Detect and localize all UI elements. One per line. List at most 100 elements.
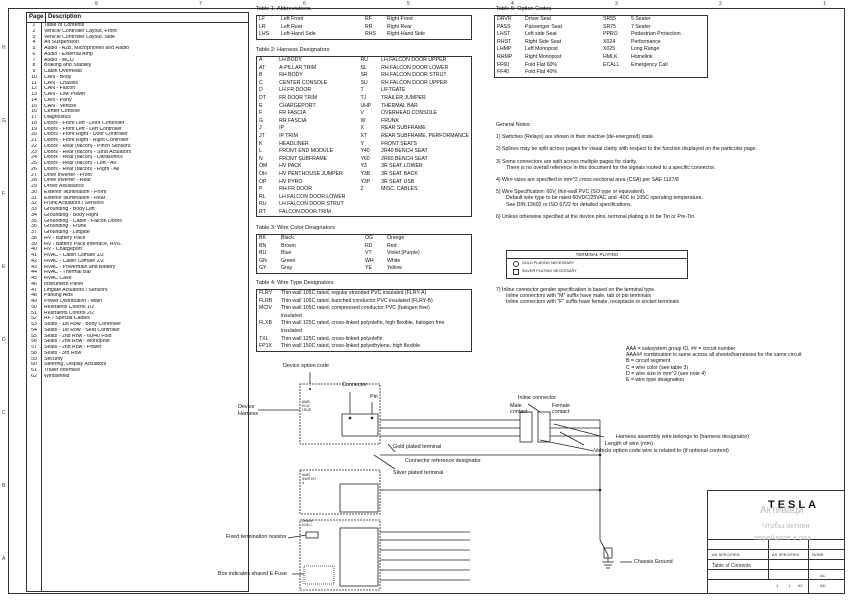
table-cell: Passenger Seat: [525, 23, 562, 30]
table-cell: Blue: [281, 250, 292, 257]
table-cell: BN: [259, 242, 267, 249]
sheet-title: Table of Contents: [712, 563, 751, 569]
general-notes-7: 7) Inline connector gender specification…: [496, 287, 816, 306]
device-label: Device: [238, 404, 255, 410]
toc-header-page: Page: [27, 13, 46, 22]
table-cell: PASS: [497, 23, 511, 30]
note-4: 4) Wire sizes are specified in mm^2 cros…: [496, 177, 679, 184]
toc-item: Seats - 3rd Row: [44, 350, 82, 356]
table-cell: White: [387, 257, 401, 264]
table-cell: YE: [365, 265, 372, 272]
toc-page-number: 4: [32, 40, 36, 46]
toc-item: CAN - Falcon: [44, 86, 76, 92]
table-cell: Violet (Purple): [387, 250, 420, 257]
table-cell: RHMP: [497, 53, 513, 60]
table-cell: RH FALCON DOOR UPPER: [381, 79, 448, 86]
toc-item: CAN - Vehicle: [44, 103, 77, 109]
toc-item: Trailer Interface: [44, 368, 81, 373]
toc-page-number: 2: [32, 28, 36, 34]
revision: AD: [820, 583, 826, 588]
toc-item: Diagnostics: [44, 115, 71, 120]
female-contact-label: Female contact: [552, 403, 570, 415]
legend-line: C = wire color (see table 3): [626, 364, 689, 371]
toc-item: Instrument Panel: [44, 281, 84, 287]
table-cell: Left Front: [281, 16, 304, 22]
table-cell: TJ: [360, 94, 367, 101]
table-cell: T: [360, 87, 364, 94]
toc-page-number: 26: [31, 166, 37, 172]
toc-page-number: 1: [32, 23, 36, 28]
toc-page-number: 6: [32, 51, 36, 57]
general-notes: General Notes: 1) Switches (Relays) are …: [496, 122, 816, 220]
table-cell: AT: [259, 64, 266, 71]
table-cell: ECALL: [603, 61, 620, 68]
table-cell: Z: [360, 186, 364, 193]
checked-spec: AS SPECIFIED: [772, 552, 800, 557]
silver-plating-label: SILVER PLATING NECESSARY: [522, 269, 577, 273]
legend-line: B = circuit segment: [626, 358, 671, 365]
table-cell: SR55: [603, 16, 616, 22]
toc-page-number: 35: [31, 218, 37, 224]
table-cell: IP: [279, 125, 285, 132]
table-cell: V: [360, 110, 364, 117]
toc-page-number: 9: [32, 69, 36, 74]
table-cell: DRVR: [497, 16, 512, 22]
table-cell: SU: [360, 79, 368, 86]
toc-item: Drive Inverter - Front: [44, 172, 92, 178]
table-cell: RH FR DOOR: [279, 186, 312, 193]
table-cell: Thin wall 105C rated, compressed conduct…: [281, 305, 430, 312]
toc-page-number: 44: [31, 270, 37, 276]
table-cell: P: [259, 186, 263, 193]
table-cell: Thin wall 105C rated, bunched conductor …: [281, 297, 433, 304]
table-cell: FLRB: [259, 297, 273, 304]
toc-page-number: 23: [31, 149, 37, 155]
sheet-of: 1: [788, 583, 791, 588]
toc-item: Vehicle Controller Layout, Front: [44, 28, 117, 34]
toc-page-number: 39: [31, 241, 37, 247]
table-cell: REAR SUBFRAME, PERFORMANCE: [381, 132, 469, 139]
table-cell: Left-Hand Side: [281, 31, 316, 38]
toc-item: Audio - MCU: [44, 57, 74, 63]
table5-title: Table 5: Option Codes: [496, 6, 552, 12]
toc-page-number: 15: [31, 103, 37, 109]
device-option-code-label: Device option code: [283, 363, 329, 369]
toc-page-number: 24: [31, 155, 37, 161]
note-5: 5) Wire Specification: 60V, thin-wall PV…: [496, 189, 646, 196]
table-cell: Y40: [360, 148, 370, 155]
table-cell: FF60: [497, 61, 510, 68]
table-cell: Red: [387, 242, 397, 249]
table-cell: insulated: [281, 327, 302, 334]
toc-item: HVAC Case: [44, 276, 72, 281]
table-cell: LHST: [497, 31, 511, 38]
toc-item: HV - Battery Pack: [44, 235, 86, 241]
table-cell: Left side Seat: [525, 31, 557, 38]
toc-page-number: 31: [31, 195, 37, 201]
table-cell: OM: [259, 163, 268, 170]
zone-label-top: 4: [511, 1, 514, 7]
toc-item: Power Distribution - Main: [44, 299, 102, 304]
table-cell: insulated: [281, 312, 302, 319]
table-cell: 2R40 BENCH SEAT: [381, 148, 428, 155]
toc-page-number: 10: [31, 74, 37, 80]
table-cell: GY: [259, 265, 267, 272]
toc-page-number: 53: [31, 322, 37, 327]
toc-page-number: 27: [31, 172, 37, 178]
silver-plated-label: Silver plated terminal: [393, 470, 444, 476]
table-cell: Green: [281, 257, 296, 264]
toc-page-number: 38: [31, 235, 37, 241]
table-row: FLRB Thin wall 105C rated, bunched conduc…: [257, 298, 472, 306]
table-cell: OVERHEAD CONSOLE: [381, 110, 438, 117]
table-cell: SR75: [603, 23, 616, 30]
toc-item: Doors - Rear (falcon) - Pinch Sensors: [44, 143, 131, 149]
table-cell: Homelink: [631, 53, 653, 60]
